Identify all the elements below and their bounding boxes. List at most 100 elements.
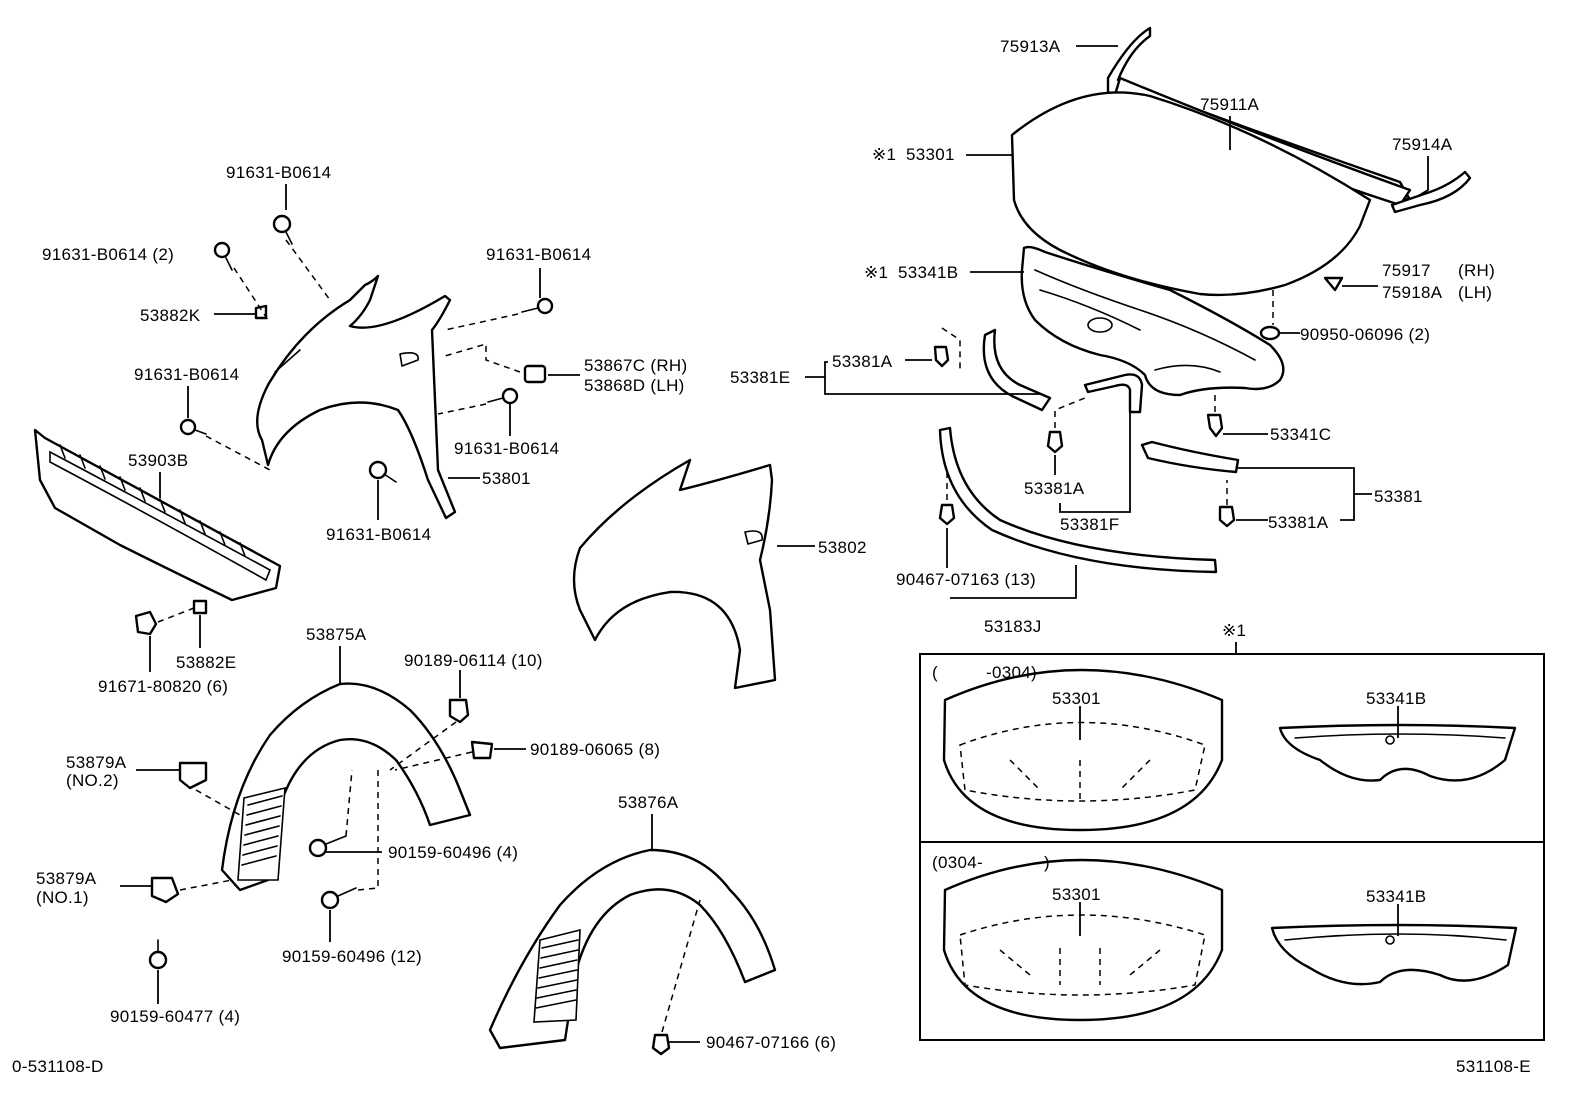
leader-bolt-left xyxy=(205,435,271,471)
leader-90189-06114 xyxy=(389,721,457,771)
label-91631-top: 91631-B0614 xyxy=(226,163,331,182)
clip-90467-07166 xyxy=(651,1033,671,1056)
label-75913A: 75913A xyxy=(1000,37,1061,56)
inset-panel1-insulator: 53341B xyxy=(1366,689,1426,708)
label-53882E: 53882E xyxy=(176,653,236,672)
screw-90159-60496-4 xyxy=(308,835,347,858)
label-53801: 53801 xyxy=(482,469,531,488)
label-53867C: 53867C (RH) xyxy=(584,356,687,375)
clip-53341C xyxy=(1206,413,1224,438)
label-53868D: 53868D (LH) xyxy=(584,376,685,395)
lead-53381 xyxy=(1238,467,1372,521)
bolt-91631-bottom xyxy=(368,460,397,483)
label-53341B-mark: ※1 xyxy=(864,263,888,282)
bolt-91671 xyxy=(134,610,158,636)
bolt-91631-right xyxy=(521,297,554,315)
lead-53183J xyxy=(950,565,1077,599)
inset-panel1-range-open: ( xyxy=(932,663,938,682)
clip-53882E xyxy=(192,599,208,615)
label-53879A-no2: 53879A xyxy=(66,753,127,772)
label-75911A: 75911A xyxy=(1200,95,1260,114)
label-53183J: 53183J xyxy=(984,617,1042,636)
seal-53381E xyxy=(982,328,1052,412)
label-90950: 90950-06096 (2) xyxy=(1300,325,1430,344)
hood-side-molding xyxy=(1390,170,1472,214)
label-75918A: 75918A xyxy=(1382,283,1443,302)
fender-liner-53876A xyxy=(488,848,777,1050)
label-91671: 91671-80820 (6) xyxy=(98,677,228,696)
leader-bolt-mid xyxy=(437,403,487,415)
fender-53802 xyxy=(572,458,777,690)
bolt-91631-top xyxy=(272,214,293,245)
bracket-53879A-no1 xyxy=(150,876,180,904)
label-53802: 53802 xyxy=(818,538,867,557)
label-90159-60477: 90159-60477 (4) xyxy=(110,1007,240,1026)
hood-insulator xyxy=(1020,245,1285,397)
inset-panel2-hood: 53301 xyxy=(1052,885,1101,904)
clip-53381A-top xyxy=(933,345,950,368)
label-53879A-no2-sub: (NO.2) xyxy=(66,771,119,790)
inset-panel2-range: (0304- xyxy=(932,853,983,872)
leader-nut xyxy=(444,342,521,373)
inset-insulator-2 xyxy=(1270,923,1518,986)
label-90467-07163: 90467-07163 (13) xyxy=(896,570,1036,589)
code-right: 531108-E xyxy=(1456,1057,1531,1076)
clip-90189-06114 xyxy=(448,698,470,724)
label-75914A: 75914A xyxy=(1392,135,1453,154)
label-53381E: 53381E xyxy=(730,368,790,387)
label-90159-60496-12: 90159-60496 (12) xyxy=(282,947,422,966)
label-53381F: 53381F xyxy=(1060,515,1119,534)
inset-mark: ※1 xyxy=(1222,621,1246,640)
label-53903B: 53903B xyxy=(128,451,188,470)
leader-bolt-right xyxy=(444,313,519,331)
fender-liner-53875A xyxy=(220,682,472,892)
label-75918A-side: (LH) xyxy=(1458,283,1492,302)
label-53875A: 53875A xyxy=(306,625,367,644)
leader-90467-07166 xyxy=(661,899,701,1033)
nut-53867C xyxy=(523,364,547,384)
bolt-91631-mid xyxy=(487,387,519,405)
label-91631-mid: 91631-B0614 xyxy=(454,439,559,458)
label-91631-left: 91631-B0614 xyxy=(134,365,239,384)
label-53341B: 53341B xyxy=(898,263,958,282)
leader-90159-60496 xyxy=(345,769,379,891)
label-53341C: 53341C xyxy=(1270,425,1331,444)
inset-insulator-1 xyxy=(1278,723,1517,782)
label-53879A-no1-sub: (NO.1) xyxy=(36,888,89,907)
label-53876A: 53876A xyxy=(618,793,679,812)
bracket-53882K xyxy=(254,304,268,320)
label-90159-60496-4: 90159-60496 (4) xyxy=(388,843,518,862)
label-75917-side: (RH) xyxy=(1458,261,1495,280)
label-53301: 53301 xyxy=(906,145,955,164)
bolt-91631-left xyxy=(179,418,207,436)
inset-panel2-range-close: ) xyxy=(1044,853,1050,872)
reinforcement-53903B xyxy=(33,428,282,602)
leader-bolt-top xyxy=(285,239,331,301)
label-53879A-no1: 53879A xyxy=(36,869,97,888)
leader-53879A-no2 xyxy=(195,789,241,816)
clip-53381A-mid xyxy=(1046,430,1064,454)
hood-panel xyxy=(1010,91,1372,297)
label-90467-07166: 90467-07166 (6) xyxy=(706,1033,836,1052)
label-91631-bottom: 91631-B0614 xyxy=(326,525,431,544)
label-53381A-right: 53381A xyxy=(1268,513,1329,532)
label-53301-mark: ※1 xyxy=(872,145,896,164)
hood-clip-75917 xyxy=(1323,276,1344,292)
fender-53801 xyxy=(256,274,457,520)
lead-53381F xyxy=(1059,390,1131,513)
screw-90159-60477 xyxy=(148,939,168,970)
seal-53183J xyxy=(938,426,1218,574)
inset-box xyxy=(919,653,1545,1041)
seal-53381F xyxy=(1083,373,1144,414)
hood-cushion-90950 xyxy=(1259,325,1281,341)
label-53381A-top: 53381A xyxy=(832,352,893,371)
leader-53381A-mid xyxy=(1054,397,1086,428)
inset-hood-1 xyxy=(942,668,1224,832)
inset-hood-2 xyxy=(942,858,1224,1022)
label-91631-right: 91631-B0614 xyxy=(486,245,591,264)
screw-90159-60496-12 xyxy=(320,887,357,910)
label-91631-2: 91631-B0614 (2) xyxy=(42,245,174,264)
inset-panel2-insulator: 53341B xyxy=(1366,887,1426,906)
clip-53381A-right xyxy=(1218,505,1236,528)
